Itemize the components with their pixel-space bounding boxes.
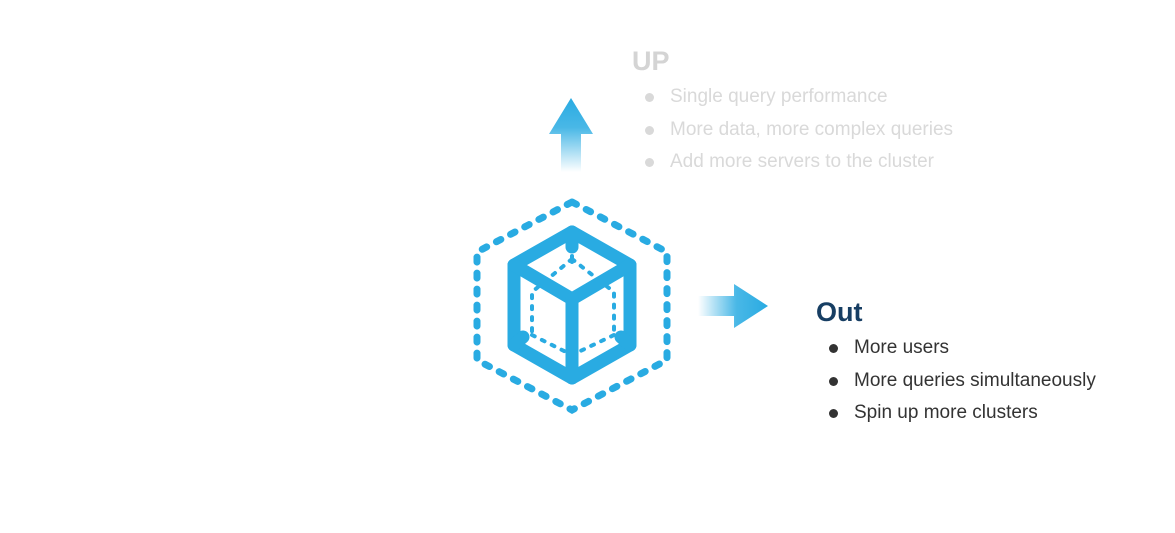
list-item: More users — [816, 332, 1096, 365]
list-item: More data, more complex queries — [632, 114, 953, 147]
scale-up-title: UP — [632, 46, 670, 76]
list-item-label: Spin up more clusters — [854, 402, 1038, 423]
bullet-icon — [645, 158, 654, 167]
list-item: More queries simultaneously — [816, 365, 1096, 398]
bullet-icon — [645, 93, 654, 102]
list-item: Single query performance — [632, 81, 953, 114]
scale-out-title: Out — [816, 297, 863, 327]
list-item: Add more servers to the cluster — [632, 146, 953, 179]
bullet-icon — [829, 344, 838, 353]
arrow-right-icon — [698, 284, 768, 328]
list-item-label: More queries simultaneously — [854, 369, 1096, 391]
list-item-label: Single query performance — [670, 86, 888, 107]
arrow-up-icon — [549, 98, 593, 172]
scale-out-list: More users More queries simultaneously S… — [816, 332, 1096, 430]
list-item: Spin up more clusters — [816, 397, 1096, 430]
scale-out-section: Out More users More queries simultaneous… — [816, 296, 1096, 430]
bullet-icon — [645, 125, 654, 135]
scale-up-section: UP Single query performance More data, m… — [632, 45, 953, 179]
list-item-label: More data, more complex queries — [670, 118, 954, 140]
list-item-label: Add more servers to the cluster — [670, 151, 934, 172]
scale-up-list: Single query performance More data, more… — [632, 81, 953, 179]
bullet-icon — [829, 409, 838, 418]
list-item-label: More users — [854, 337, 950, 358]
bullet-icon — [829, 376, 838, 386]
dashed-hexagon-cube-icon — [473, 198, 671, 414]
